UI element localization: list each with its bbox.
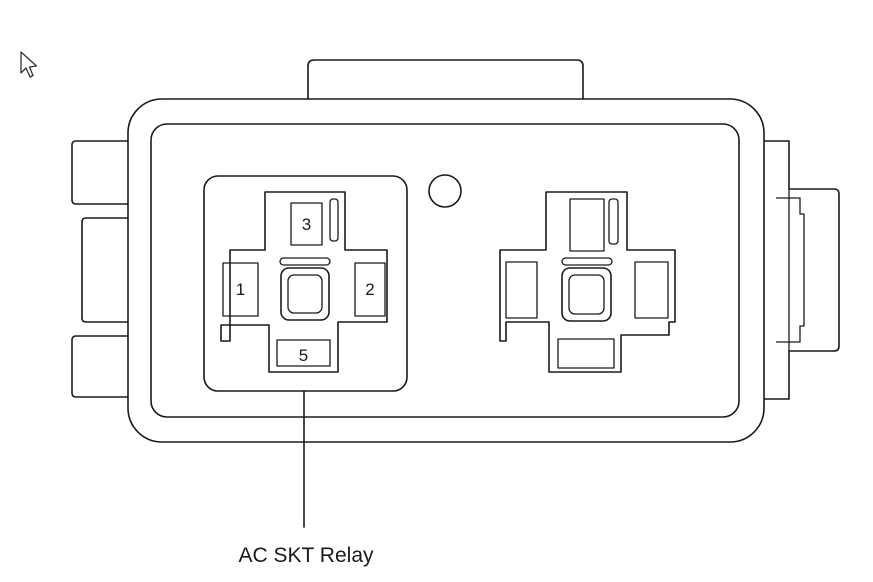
terminal-slot	[608, 198, 619, 245]
center-terminal-outer	[561, 267, 612, 322]
pin-3-label: 3	[302, 215, 311, 234]
relay-socket-right	[499, 191, 676, 373]
terminal-right	[634, 261, 669, 319]
terminal-slot	[329, 198, 339, 242]
terminal-top	[569, 198, 605, 252]
connector-housing	[71, 59, 840, 443]
pin-5-label: 5	[299, 346, 308, 365]
pin-1-label: 1	[236, 280, 245, 299]
arrow-cursor-icon	[20, 51, 38, 78]
center-bar	[279, 257, 331, 266]
housing-inner-frame	[150, 123, 740, 418]
right-latch	[764, 140, 840, 400]
relay-caption: AC SKT Relay	[239, 544, 374, 567]
left-clip-middle	[81, 217, 128, 323]
left-clip-top	[71, 140, 128, 205]
center-terminal-outer	[280, 267, 330, 321]
pin-2-label: 2	[365, 280, 374, 299]
top-latch-tab	[307, 59, 584, 99]
relay-socket-cross	[220, 191, 388, 373]
center-terminal-inner	[287, 274, 323, 314]
locating-hole	[428, 174, 462, 208]
terminal-pin-2	[354, 262, 386, 317]
terminal-pin-3	[290, 202, 323, 246]
right-latch-inner	[776, 197, 805, 343]
center-terminal-inner	[568, 274, 605, 315]
terminal-pin-5	[276, 339, 331, 367]
terminal-pin-1	[222, 262, 259, 317]
relay-socket-cross	[499, 191, 676, 373]
terminal-left	[505, 261, 538, 319]
relay-socket-frame	[203, 175, 408, 392]
center-bar	[561, 257, 613, 266]
left-clip-bottom	[71, 335, 128, 398]
housing-body	[127, 98, 765, 443]
relay-socket-left: 3 1 2 5	[203, 175, 408, 392]
terminal-bottom	[557, 338, 615, 369]
